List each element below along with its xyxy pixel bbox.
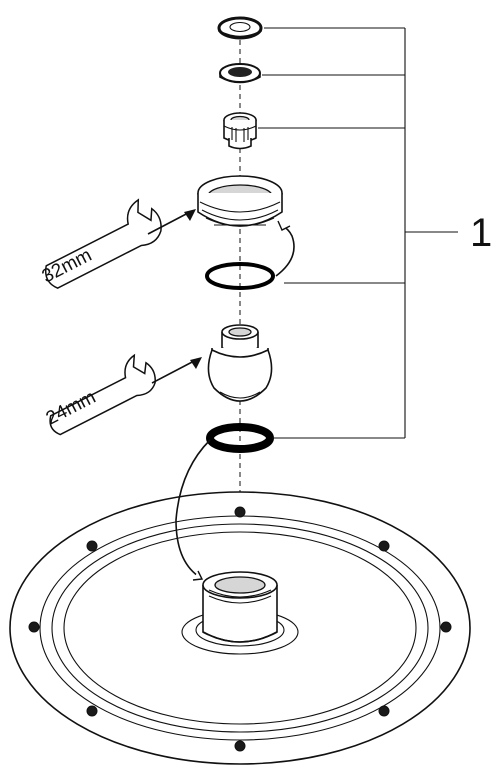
assembly-arrow-lower [175, 439, 211, 581]
callout-bracket [258, 27, 458, 439]
wrench-icon [44, 198, 162, 289]
base-threaded-outlet [202, 571, 278, 643]
washer-top [217, 16, 263, 40]
o-ring-lower [206, 423, 274, 453]
callout-number: 1 [470, 211, 492, 255]
wrench-32mm [44, 198, 162, 289]
wrench-32mm-pointer [147, 209, 196, 235]
ball-joint [207, 324, 273, 402]
nipple-fitting [223, 112, 257, 150]
o-ring-upper [205, 262, 275, 290]
assembly-arrow-upper [275, 220, 295, 277]
large-union-nut [197, 175, 283, 227]
wrench-24mm-pointer [151, 357, 202, 384]
flow-restrictor [219, 63, 261, 84]
base-screw-holes [28, 506, 452, 752]
